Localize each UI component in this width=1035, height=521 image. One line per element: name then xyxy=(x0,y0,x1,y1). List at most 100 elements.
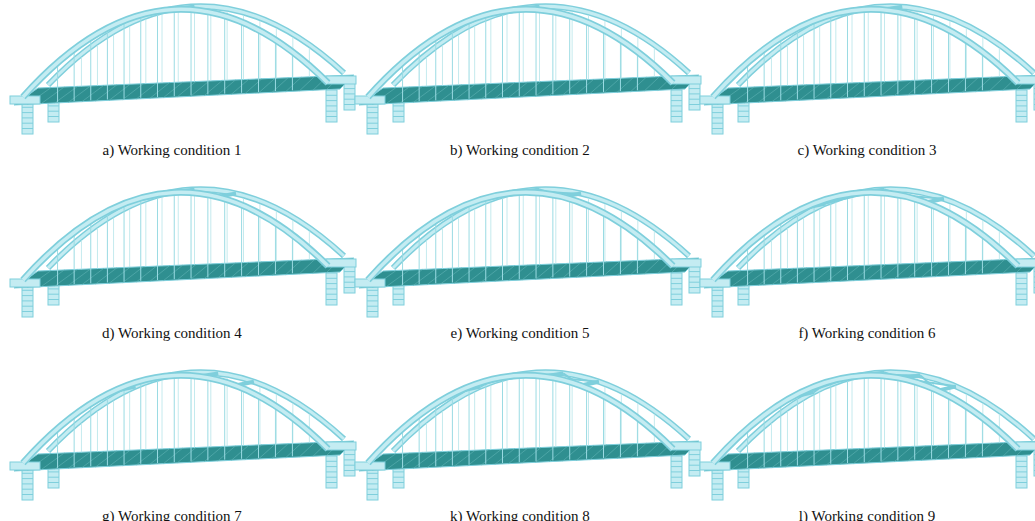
bridge-model xyxy=(355,6,701,134)
hanger xyxy=(57,66,58,102)
deck xyxy=(359,75,699,105)
hanger xyxy=(402,432,403,468)
hanger xyxy=(948,216,949,275)
hanger xyxy=(157,197,158,280)
hanger xyxy=(830,18,831,98)
hanger xyxy=(57,432,58,468)
deck xyxy=(14,258,354,288)
hanger xyxy=(637,238,638,273)
hanger xyxy=(747,66,748,102)
hanger xyxy=(620,409,621,457)
arch-rib xyxy=(48,372,344,451)
hanger xyxy=(965,226,966,274)
hanger xyxy=(897,381,898,461)
end-beam xyxy=(671,76,701,84)
hanger xyxy=(174,379,175,463)
end-beam xyxy=(326,442,356,450)
hanger xyxy=(74,235,75,284)
hanger xyxy=(207,15,208,95)
pier xyxy=(367,285,378,317)
hanger xyxy=(485,201,486,281)
hanger xyxy=(552,198,553,278)
hanger xyxy=(419,52,420,101)
hanger xyxy=(914,19,915,94)
arch-rib xyxy=(23,192,328,280)
hanger xyxy=(469,24,470,99)
hanger xyxy=(552,15,553,95)
bridge-model xyxy=(355,372,701,500)
deck xyxy=(704,75,1035,105)
hanger xyxy=(502,197,503,280)
panel-caption: f) Working condition 6 xyxy=(707,324,1027,342)
hanger xyxy=(931,391,932,459)
hanger xyxy=(931,208,932,276)
arch-rib xyxy=(368,375,673,463)
hanger xyxy=(569,202,570,277)
hanger xyxy=(864,13,865,97)
hanger xyxy=(780,224,781,284)
panel-caption: d) Working condition 4 xyxy=(12,324,332,342)
hanger xyxy=(814,24,815,99)
hanger xyxy=(469,207,470,282)
hanger xyxy=(603,399,604,458)
hanger xyxy=(157,380,158,463)
hanger xyxy=(174,196,175,280)
hanger xyxy=(419,235,420,284)
arch-rib xyxy=(393,189,689,268)
panel-caption: l) Working condition 9 xyxy=(707,507,1027,521)
hanger xyxy=(258,33,259,92)
pier xyxy=(22,468,33,500)
hanger xyxy=(847,197,848,280)
hanger xyxy=(830,384,831,464)
panel-caption: e) Working condition 5 xyxy=(360,324,680,342)
hanger xyxy=(948,33,949,92)
hanger xyxy=(965,409,966,457)
hanger xyxy=(965,43,966,91)
panel-caption: k) Working condition 8 xyxy=(360,507,680,521)
hanger xyxy=(881,196,882,279)
bridge-model xyxy=(10,189,356,317)
hanger xyxy=(191,13,192,96)
hanger xyxy=(797,31,798,99)
hanger xyxy=(224,19,225,94)
hanger xyxy=(881,13,882,96)
deck xyxy=(704,258,1035,288)
hanger xyxy=(57,249,58,285)
hanger xyxy=(207,381,208,461)
end-beam xyxy=(671,259,701,267)
hanger xyxy=(107,397,108,465)
hanger xyxy=(797,214,798,282)
panel-caption: b) Working condition 2 xyxy=(360,141,680,159)
hanger xyxy=(764,52,765,101)
deck xyxy=(14,441,354,471)
pier xyxy=(712,468,723,500)
hanger xyxy=(519,196,520,280)
hanger xyxy=(637,421,638,456)
end-beam xyxy=(671,442,701,450)
hanger xyxy=(569,19,570,94)
arch-rib xyxy=(368,192,673,280)
hanger xyxy=(814,207,815,282)
hanger xyxy=(469,390,470,465)
hanger xyxy=(292,55,293,90)
hanger xyxy=(402,66,403,102)
hanger xyxy=(191,196,192,279)
hanger xyxy=(914,385,915,460)
pier xyxy=(326,90,337,122)
deck xyxy=(704,441,1035,471)
arch-rib xyxy=(48,189,344,268)
hanger xyxy=(864,196,865,280)
hanger xyxy=(419,418,420,467)
panel-caption: a) Working condition 1 xyxy=(12,141,332,159)
hanger xyxy=(90,41,91,101)
hanger xyxy=(74,418,75,467)
hanger xyxy=(452,214,453,282)
hanger xyxy=(502,380,503,463)
pier xyxy=(671,273,682,305)
hanger xyxy=(241,208,242,276)
hanger xyxy=(620,226,621,274)
pier xyxy=(367,468,378,500)
hanger xyxy=(241,25,242,93)
